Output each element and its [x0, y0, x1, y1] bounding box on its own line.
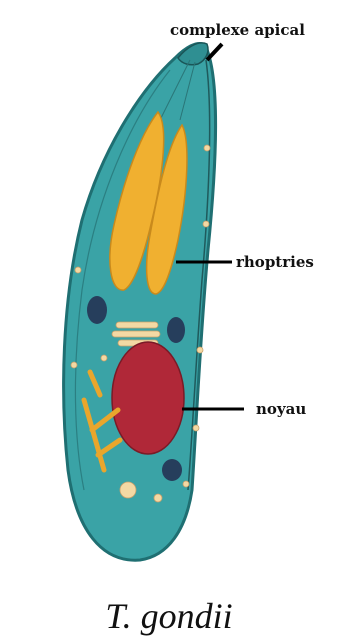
- species-title: T. gondii: [105, 596, 232, 636]
- dense-granule: [167, 317, 185, 343]
- dense-granule: [162, 459, 182, 481]
- dense-granule: [87, 296, 107, 324]
- label-nucleus: noyau: [256, 400, 306, 418]
- nucleus: [112, 342, 184, 454]
- label-apical-complex: complexe apical: [170, 21, 305, 39]
- label-rhoptries: rhoptries: [236, 253, 314, 271]
- cell-body: [64, 43, 216, 560]
